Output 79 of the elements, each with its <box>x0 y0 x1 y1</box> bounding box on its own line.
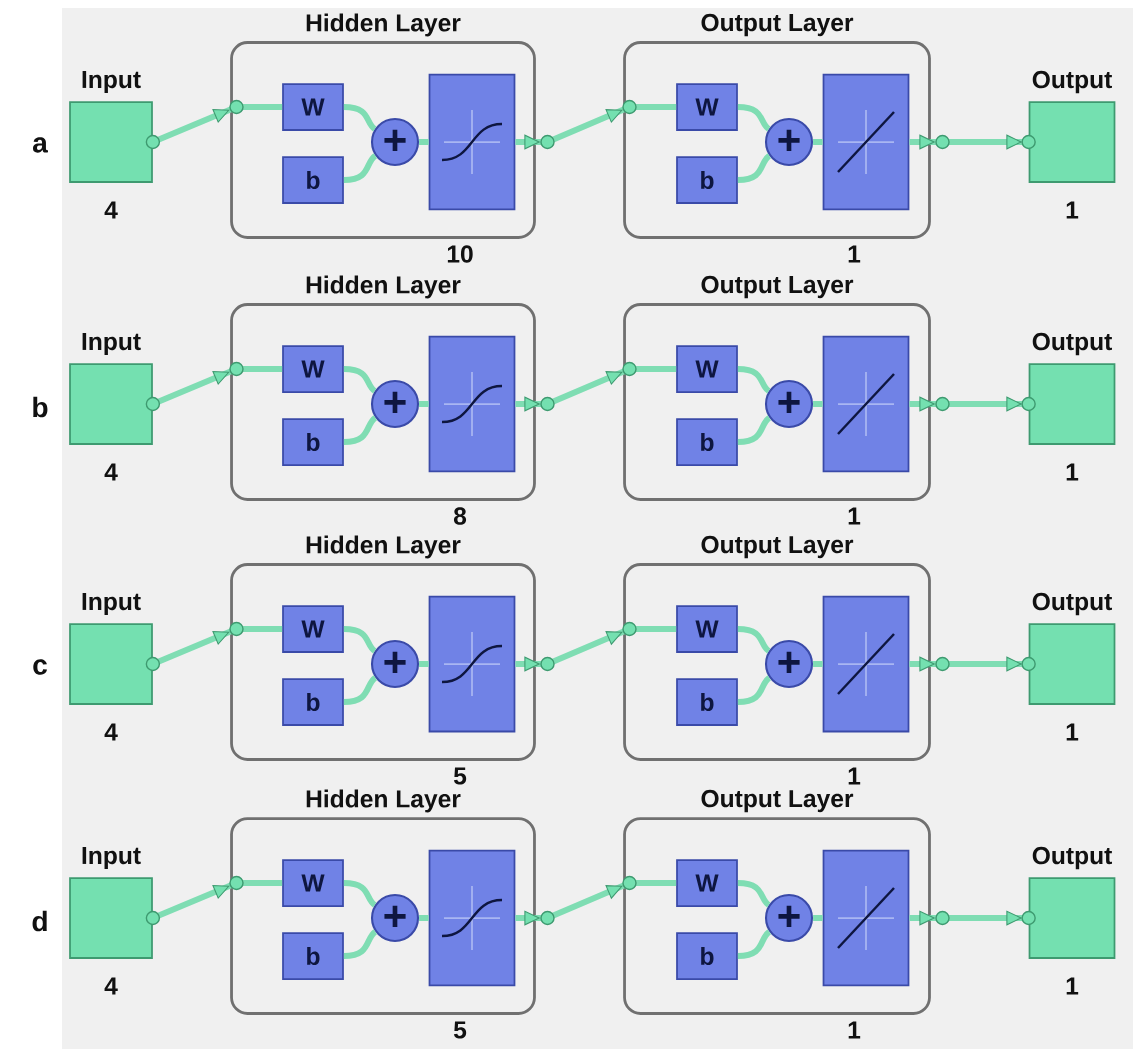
weight-box: W <box>676 345 738 393</box>
size-label: 4 <box>104 201 118 219</box>
output-box: Output <box>1028 332 1116 445</box>
transfer-function-box <box>822 335 910 473</box>
bias-box: b <box>676 678 738 726</box>
connector <box>343 104 377 132</box>
size-label: 1 <box>848 767 861 785</box>
connector <box>419 401 429 407</box>
size-label: 4 <box>104 463 118 481</box>
arrow <box>909 910 1036 926</box>
connector <box>737 675 772 705</box>
connector <box>737 626 771 654</box>
connector <box>343 366 377 394</box>
transfer-function-box <box>428 849 516 987</box>
arrow <box>145 621 283 672</box>
connector <box>813 915 823 921</box>
size-label: 1 <box>1066 463 1079 481</box>
size-label: 5 <box>453 767 467 785</box>
weight-box: W <box>676 605 738 653</box>
size-label: 5 <box>453 1021 467 1039</box>
arrow <box>515 99 677 150</box>
weight-box: W <box>282 83 344 131</box>
arrow <box>515 361 677 412</box>
connector <box>343 880 377 908</box>
weight-box: W <box>676 859 738 907</box>
size-label: 1 <box>848 507 861 525</box>
bias-box: b <box>676 932 738 980</box>
transfer-function-box <box>428 73 516 211</box>
input-box: Input <box>69 333 153 445</box>
size-label: 1 <box>848 245 861 263</box>
connector <box>343 626 377 654</box>
transfer-function-box <box>428 335 516 473</box>
arrow <box>909 656 1036 672</box>
size-label: 10 <box>447 245 473 263</box>
connector <box>343 929 378 959</box>
output-box: Output <box>1028 846 1116 959</box>
size-label: 8 <box>453 507 467 525</box>
bias-box: b <box>282 932 344 980</box>
weight-box: W <box>282 605 344 653</box>
transfer-function-box <box>822 73 910 211</box>
transfer-function-box <box>822 849 910 987</box>
transfer-function-box <box>428 595 516 733</box>
connector <box>737 104 771 132</box>
output-box: Output <box>1028 592 1116 705</box>
connector <box>813 139 823 145</box>
bias-box: b <box>676 418 738 466</box>
bias-box: b <box>282 418 344 466</box>
arrow <box>145 875 283 926</box>
input-box: Input <box>69 847 153 959</box>
size-label: 1 <box>1066 723 1079 741</box>
input-box: Input <box>69 593 153 705</box>
arrow <box>515 875 677 926</box>
connector <box>419 915 429 921</box>
connector <box>419 661 429 667</box>
weight-box: W <box>676 83 738 131</box>
bias-box: b <box>282 678 344 726</box>
weight-box: W <box>282 859 344 907</box>
size-label: 4 <box>104 977 118 995</box>
size-label: 1 <box>848 1021 861 1039</box>
arrow <box>145 99 283 150</box>
connector <box>737 880 771 908</box>
arrow <box>145 361 283 412</box>
size-label: 1 <box>1066 977 1079 995</box>
transfer-function-box <box>822 595 910 733</box>
size-label: 4 <box>104 723 118 741</box>
arrow <box>909 134 1036 150</box>
connector <box>813 401 823 407</box>
input-box: Input <box>69 71 153 183</box>
output-box: Output <box>1028 70 1116 183</box>
connector <box>813 661 823 667</box>
connector <box>419 139 429 145</box>
arrow <box>515 621 677 672</box>
connector <box>737 366 771 394</box>
size-label: 1 <box>1066 201 1079 219</box>
connector <box>737 929 772 959</box>
bias-box: b <box>282 156 344 204</box>
bias-box: b <box>676 156 738 204</box>
arrow <box>909 396 1036 412</box>
weight-box: W <box>282 345 344 393</box>
